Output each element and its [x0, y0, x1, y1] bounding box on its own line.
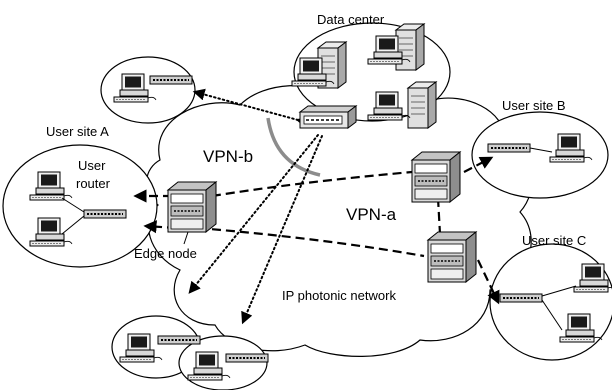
user-site-a-equipment: [29, 171, 127, 247]
user-router-label-line1: User: [78, 158, 106, 173]
switch-hub-icon: [499, 293, 543, 303]
user-site-b-label: User site B: [502, 98, 566, 113]
user-site-b-equipment: [487, 133, 593, 163]
network-label: IP photonic network: [282, 288, 396, 303]
user-site-a-label: User site A: [46, 124, 109, 139]
edge-node-icon: [167, 181, 217, 233]
vpn-a-label: VPN-a: [346, 205, 397, 224]
optical-node-icon: [427, 231, 477, 283]
data-center-label: Data center: [317, 12, 385, 27]
router-icon: [299, 105, 357, 129]
user-site-c-equipment: [499, 263, 612, 343]
edge-node-label: Edge node: [134, 246, 197, 261]
user-site-c-label: User site C: [522, 233, 586, 248]
user-router-label-line2: router: [76, 176, 111, 191]
switch-hub-icon: [83, 209, 127, 219]
server-icon: [407, 81, 437, 129]
vpn-b-label: VPN-b: [203, 147, 253, 166]
vpn-b-links: [188, 88, 323, 325]
switch-hub-icon: [149, 75, 193, 85]
switch-hub-icon: [225, 353, 269, 363]
switch-hub-icon: [487, 143, 531, 153]
optical-node-icon: [411, 151, 461, 203]
user-site-b-ellipse: [471, 111, 609, 199]
switch-hub-icon: [157, 335, 201, 345]
edge-node-pointer: [183, 231, 189, 245]
vpn-a-links: [133, 156, 500, 305]
